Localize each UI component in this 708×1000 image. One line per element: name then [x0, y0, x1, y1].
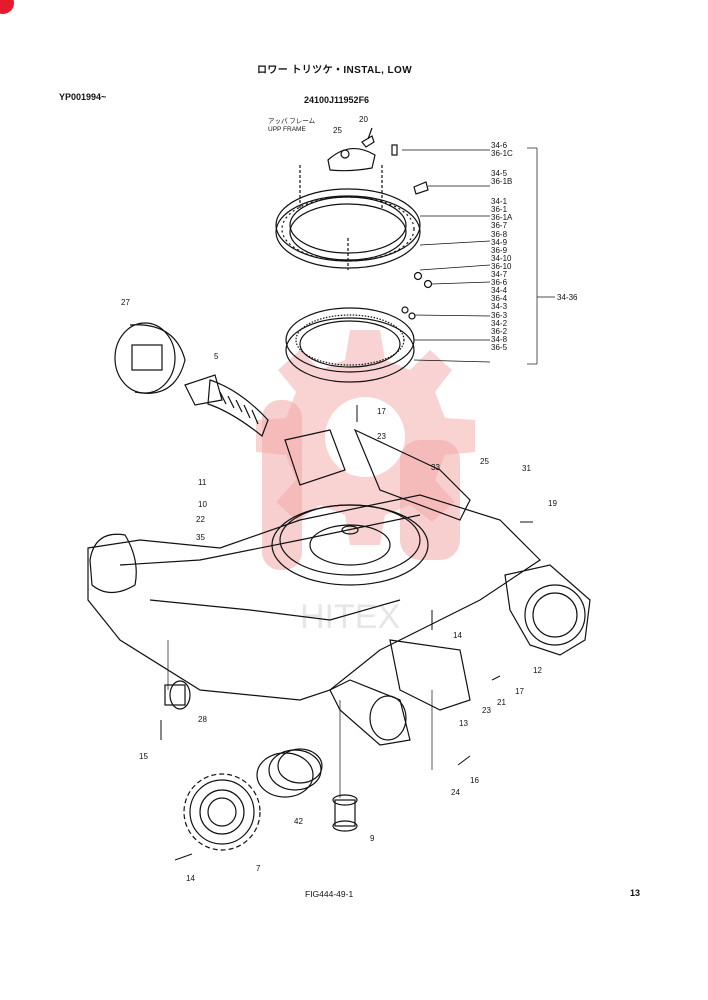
- serial-range: YP001994~: [59, 92, 107, 102]
- legend-item: 36-7: [491, 221, 508, 231]
- callout-28: 28: [198, 715, 207, 724]
- callout-21: 21: [497, 698, 506, 707]
- callout-20: 20: [359, 115, 368, 124]
- leader-lines: [167, 147, 555, 798]
- figure-number: FIG444-49-1: [305, 889, 354, 899]
- callout-5: 5: [214, 352, 219, 361]
- legend-item: 36-10: [491, 261, 512, 271]
- callout-9: 9: [370, 834, 375, 843]
- callout-42: 42: [294, 817, 303, 826]
- callout-19: 19: [548, 499, 557, 508]
- center-joint: [332, 794, 358, 832]
- legend-item: 34-5: [491, 169, 508, 179]
- callout-25a: 25: [333, 126, 342, 135]
- callout-23b: 23: [482, 706, 491, 715]
- drive-sprocket: [183, 773, 261, 851]
- idler-wheel: [114, 322, 186, 394]
- page-number: 13: [630, 888, 641, 898]
- legend-item: 36-9: [491, 245, 508, 255]
- callout-14a: 14: [453, 631, 462, 640]
- callout-12: 12: [533, 666, 542, 675]
- legend-item: 34-2: [491, 318, 508, 328]
- callout-16: 16: [470, 776, 479, 785]
- callout-11: 11: [198, 478, 207, 487]
- callout-7: 7: [256, 864, 261, 873]
- upper-frame-jp-label: アッパ フレーム: [268, 118, 316, 125]
- callout-33: 33: [431, 463, 440, 472]
- travel-motor: [256, 748, 323, 798]
- callout-25b: 25: [480, 457, 489, 466]
- part-number: 24100J11952F6: [304, 95, 370, 105]
- legend-item: 34-4: [491, 286, 508, 296]
- legend-item: 36-4: [491, 294, 508, 304]
- swing-bearing-gear-ring: [285, 307, 415, 383]
- bearing-small-parts: [391, 144, 433, 320]
- corner-badge: [0, 0, 14, 14]
- callout-35: 35: [196, 533, 205, 542]
- callout-labels: 20 25 27 5 17 23 33 25 31 19 11 10 22 35…: [121, 115, 578, 883]
- callout-31: 31: [522, 464, 531, 473]
- callout-15: 15: [139, 752, 148, 761]
- legend-item: 36-1A: [491, 213, 513, 223]
- recoil-spring-assembly: [184, 374, 269, 437]
- legend-item: 34-8: [491, 334, 508, 344]
- legend-item: 34-1: [491, 197, 508, 207]
- parts-legend-column: 34-6 36-1C 34-5 36-1B 34-1 36-1 36-1A 36…: [491, 141, 541, 352]
- track-guard: [389, 639, 471, 711]
- watermark-figure: [262, 400, 460, 570]
- callout-23a: 23: [377, 432, 386, 441]
- bolts: [160, 405, 533, 861]
- legend-item: 34-6: [491, 141, 508, 150]
- legend-item: 36-5: [491, 342, 508, 352]
- swing-bearing-outer-ring: [275, 165, 421, 270]
- callout-24: 24: [451, 788, 460, 797]
- legend-item: 36-3: [491, 310, 508, 320]
- page-title: ロワー トリツケ・INSTAL, LOW: [257, 65, 413, 76]
- legend-item: 34-10: [491, 253, 512, 263]
- legend-item: 36-6: [491, 278, 508, 288]
- legend-group-label: 34-36: [557, 293, 578, 302]
- legend-item: 36-1B: [491, 177, 513, 187]
- legend-item: 36-8: [491, 229, 508, 239]
- callout-17a: 17: [377, 407, 386, 416]
- callout-27: 27: [121, 298, 130, 307]
- callout-13: 13: [459, 719, 468, 728]
- legend-item: 36-1: [491, 205, 508, 215]
- legend-item: 34-9: [491, 237, 508, 247]
- legend-item: 36-2: [491, 326, 508, 336]
- rear-sprocket-assembly: [504, 564, 591, 656]
- callout-17b: 17: [515, 687, 524, 696]
- callout-14b: 14: [186, 874, 195, 883]
- legend-item: 36-1C: [491, 149, 513, 159]
- upper-frame-en-label: UPP FRAME: [268, 126, 306, 133]
- callout-22: 22: [196, 515, 205, 524]
- upper-frame-plate: [327, 127, 376, 172]
- legend-item: 34-3: [491, 302, 508, 312]
- track-frame: [87, 428, 541, 746]
- legend-item: 34-7: [491, 270, 508, 280]
- callout-10: 10: [198, 500, 207, 509]
- carrier-roller: [164, 680, 191, 710]
